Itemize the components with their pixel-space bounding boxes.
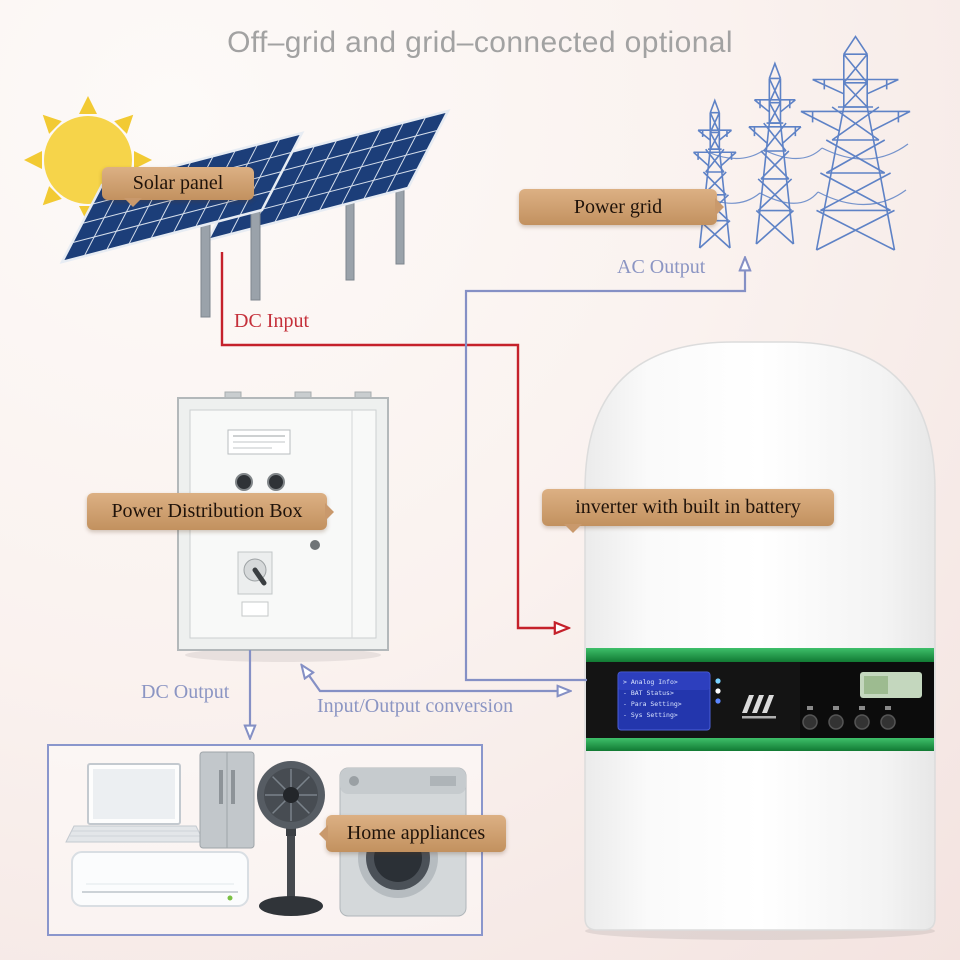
- inverter-logo: [742, 695, 776, 719]
- power-grid-towers-icon: [692, 35, 912, 252]
- page-title: Off–grid and grid–connected optional: [227, 26, 733, 59]
- inverter-lcd: > Analog Info> - BAT Status> - Para Sett…: [617, 671, 711, 731]
- inverter-buttons: [802, 706, 896, 730]
- fan-icon: [257, 761, 325, 916]
- io-conversion-label: Input/Output conversion: [317, 695, 514, 717]
- dc-input-label: DC Input: [234, 310, 309, 332]
- label-home-appliances: Home appliances: [319, 815, 506, 852]
- solar-panels-icon: [62, 111, 448, 317]
- label-power-grid: Power grid: [519, 189, 724, 225]
- label-distribution-box: Power Distribution Box: [87, 493, 334, 530]
- distribution-box-icon: [177, 391, 389, 662]
- lcd-line-4: - Sys Setting>: [623, 711, 678, 719]
- air-conditioner-icon: [71, 851, 249, 907]
- lcd-line-2: - BAT Status>: [623, 689, 674, 697]
- lcd-line-3: - Para Setting>: [623, 700, 682, 708]
- label-inverter: inverter with built in battery: [542, 489, 834, 533]
- ac-output-label: AC Output: [617, 256, 706, 278]
- inverter-icon: > Analog Info> - BAT Status> - Para Sett…: [584, 341, 936, 940]
- dc-input-line: [220, 252, 566, 628]
- label-solar-panel: Solar panel: [102, 167, 254, 207]
- dc-output-label: DC Output: [141, 681, 230, 703]
- fridge-icon: [199, 751, 255, 849]
- io-conversion-line: [303, 667, 568, 691]
- lcd-line-1: > Analog Info>: [623, 678, 678, 686]
